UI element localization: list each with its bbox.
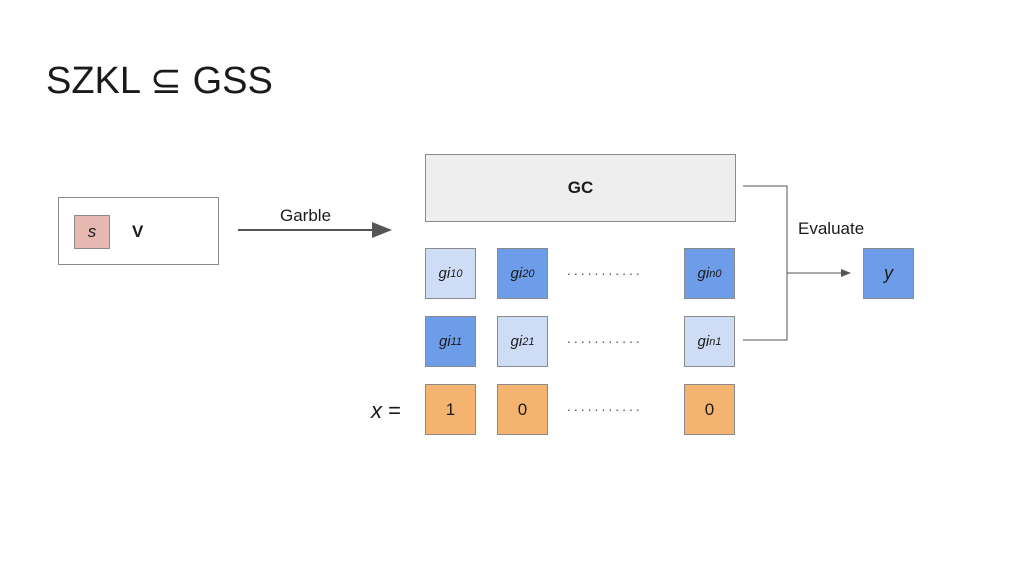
gi-sub: 20 (522, 267, 535, 280)
gi-base: gi (438, 265, 451, 282)
gi-base: gi (510, 265, 523, 282)
input-bit-n: 0 (684, 384, 735, 435)
gi-sub: 21 (522, 335, 535, 348)
evaluate-label: Evaluate (798, 219, 865, 238)
gi-sub: n0 (709, 267, 722, 280)
gc-label: GC (567, 178, 594, 197)
secret-cell: s (74, 215, 110, 249)
output-cell: y (863, 248, 914, 299)
gi-base: gi (438, 333, 451, 350)
gi-sub: 10 (450, 267, 463, 280)
gi-sub: n1 (709, 335, 722, 348)
input-equation: x = (371, 398, 401, 424)
garbled-circuit-box: GC (425, 154, 736, 222)
input-bit-1: 1 (425, 384, 476, 435)
evaluate-bracket (743, 185, 788, 341)
gi-sub: 11 (450, 335, 463, 348)
garble-label: Garble (280, 206, 332, 225)
slide-title: SZKL ⊆ GSS (46, 60, 273, 102)
row0-ellipsis: ........... (567, 262, 643, 278)
input-eq: = (388, 398, 401, 423)
gi-base: gi (510, 333, 523, 350)
verifier-label: V (132, 222, 144, 241)
row1-ellipsis: ........... (567, 330, 643, 346)
input-var: x (371, 398, 382, 423)
gi-base: gi (697, 265, 710, 282)
input-ellipsis: ........... (567, 398, 643, 414)
input-bit-2: 0 (497, 384, 548, 435)
gi-base: gi (697, 333, 710, 350)
